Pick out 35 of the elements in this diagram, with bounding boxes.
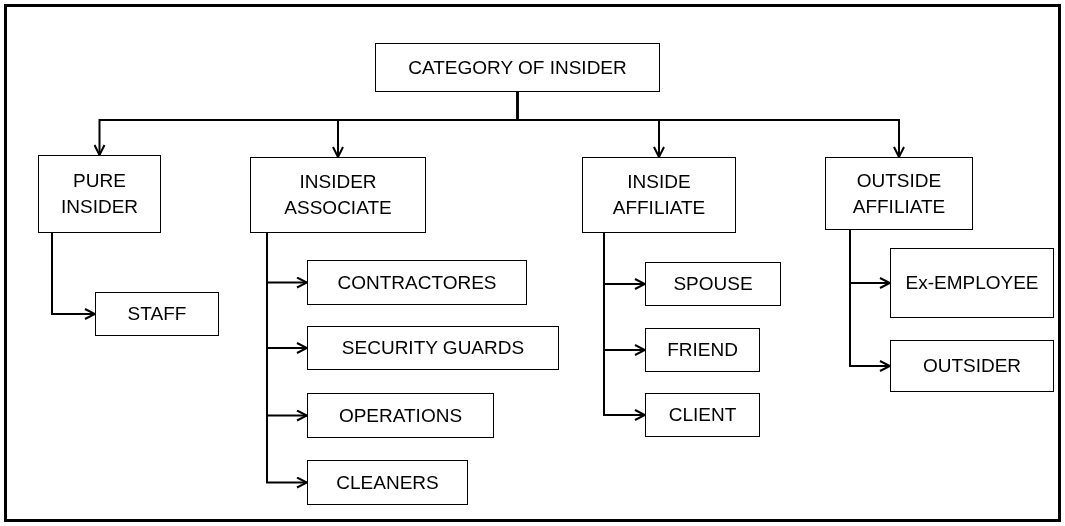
category-box	[95, 292, 219, 336]
category-box	[890, 248, 1054, 318]
category-label: INSIDER ASSOCIATE	[283, 170, 393, 220]
category-label: SPOUSE	[673, 272, 753, 297]
category-box	[890, 340, 1054, 392]
category-box	[645, 393, 760, 437]
category-label: CLIENT	[668, 403, 737, 428]
category-label: SECURITY GUARDS	[341, 336, 525, 361]
category-label: FRIEND	[667, 338, 738, 363]
category-label: PURE INSIDER	[59, 169, 140, 219]
category-label: Ex-EMPLOYEE	[905, 271, 1039, 296]
category-label: CATEGORY OF INSIDER	[408, 55, 627, 80]
category-box	[645, 262, 781, 306]
category-label: CONTRACTORES	[337, 270, 497, 295]
category-box	[38, 155, 161, 233]
category-label: CLEANERS	[336, 470, 439, 495]
category-box	[645, 328, 760, 372]
category-box	[582, 157, 736, 233]
category-box	[375, 43, 660, 92]
category-box	[825, 157, 973, 230]
category-label: STAFF	[127, 302, 187, 327]
category-box	[250, 157, 426, 233]
category-box	[307, 260, 527, 305]
category-box	[307, 460, 468, 505]
category-box	[307, 326, 559, 370]
arrow	[603, 232, 646, 421]
category-label: OPERATIONS	[338, 403, 463, 428]
arrow	[266, 232, 308, 489]
arrow	[849, 229, 891, 372]
category-box	[307, 393, 494, 438]
category-label: INSIDE AFFILIATE	[611, 170, 707, 220]
arrow	[51, 232, 96, 320]
arrow	[516, 91, 905, 158]
category-label: OUTSIDE AFFILIATE	[851, 168, 947, 219]
category-label: OUTSIDER	[922, 354, 1022, 379]
